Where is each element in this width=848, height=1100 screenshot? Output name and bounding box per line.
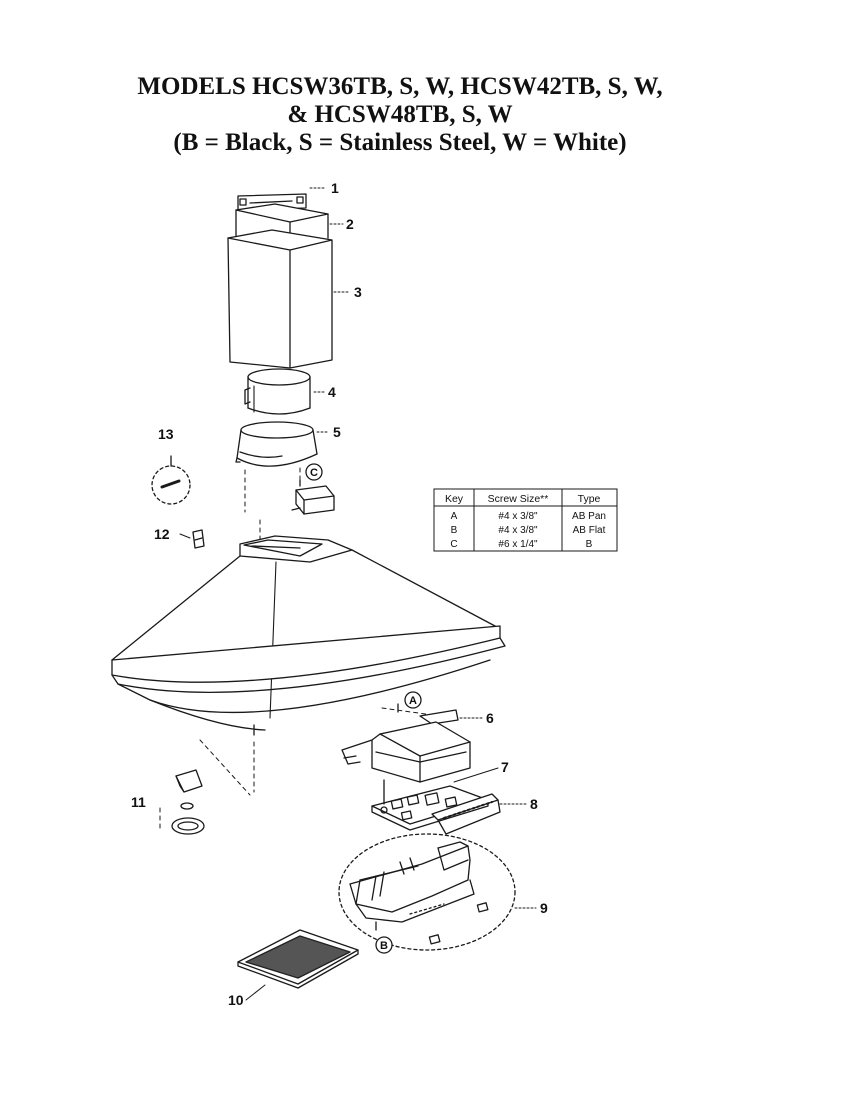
part-11-knob-and-ring xyxy=(171,769,205,835)
part-12-clip xyxy=(192,529,205,549)
part-9-lower-housing xyxy=(338,833,516,951)
part-10-grease-filter xyxy=(237,929,359,989)
callout-8: 8 xyxy=(530,796,538,812)
part-3-chimney-cover xyxy=(227,203,333,369)
table-header-key: Key xyxy=(445,493,464,505)
screw-b-label: B xyxy=(380,940,388,952)
part-4-duct-collar xyxy=(244,368,311,415)
title-line-1: MODELS HCSW36TB, S, W, HCSW42TB, S, W, xyxy=(137,73,663,100)
callout-7: 7 xyxy=(501,759,509,775)
callout-4: 4 xyxy=(328,384,336,400)
title-line-3: (B = Black, S = Stainless Steel, W = Whi… xyxy=(173,129,627,156)
screw-a-label: A xyxy=(409,695,417,707)
table-header-type: Type xyxy=(578,493,601,505)
table-cell: #6 x 1/4" xyxy=(498,539,538,550)
screw-markers xyxy=(299,463,422,954)
callout-6: 6 xyxy=(486,710,494,726)
table-cell: B xyxy=(586,539,593,550)
callout-12: 12 xyxy=(154,526,170,542)
callout-13: 13 xyxy=(158,426,174,442)
leader-lines xyxy=(179,187,537,1001)
screw-size-table: Key Screw Size** Type A #4 x 3/8" AB Pan… xyxy=(433,488,618,552)
table-cell: AB Pan xyxy=(572,511,606,522)
part-8-switch-strip xyxy=(431,793,501,835)
table-cell: #4 x 3/8" xyxy=(498,511,538,522)
callout-9: 9 xyxy=(540,900,548,916)
callout-2: 2 xyxy=(346,216,354,232)
callout-1: 1 xyxy=(331,180,339,196)
title-line-2: & HCSW48TB, S, W xyxy=(287,101,513,128)
part-5-damper-transition xyxy=(235,421,318,467)
callout-10: 10 xyxy=(228,992,244,1008)
main-hood-canopy xyxy=(111,535,506,736)
part-junction-box xyxy=(291,485,335,515)
table-cell: #4 x 3/8" xyxy=(498,525,538,536)
table-cell: AB Flat xyxy=(573,525,606,536)
alignment-lines xyxy=(159,467,441,831)
table-cell: A xyxy=(451,511,458,522)
callout-5: 5 xyxy=(333,424,341,440)
table-header-screw-size: Screw Size** xyxy=(488,493,549,505)
part-13-pin-detail xyxy=(151,455,191,505)
screw-c-label: C xyxy=(310,467,318,479)
table-cell: C xyxy=(450,539,457,550)
table-cell: B xyxy=(451,525,458,536)
callout-3: 3 xyxy=(354,284,362,300)
part-6-light-housing xyxy=(341,709,471,783)
callout-11: 11 xyxy=(131,794,146,810)
